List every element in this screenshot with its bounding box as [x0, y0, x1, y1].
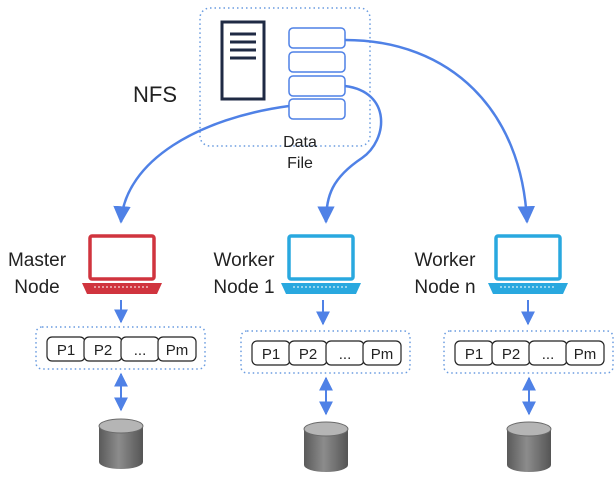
partition-box	[565, 340, 605, 366]
workern-node-label-line1: Worker	[415, 250, 477, 271]
partition-label: P2	[299, 346, 317, 363]
data-file-label-line1: Data	[283, 134, 317, 151]
arrow-nfs-to-master	[113, 104, 290, 224]
data-file-blocks	[288, 27, 346, 120]
worker1-node-label-line2: Node 1	[213, 277, 274, 298]
partition-label: P2	[94, 342, 112, 359]
workern-laptop-icon	[488, 234, 568, 294]
partition-label: Pm	[371, 346, 394, 363]
workern-database-icon	[506, 421, 552, 472]
partition-label: ...	[542, 346, 555, 363]
worker1-partition-group: P1 P2 ... Pm	[240, 330, 411, 374]
partition-label: Pm	[166, 342, 189, 359]
arrow-nfs-to-workern	[344, 38, 536, 224]
nfs-label: NFS	[133, 82, 177, 107]
partition-label: P1	[57, 342, 75, 359]
arrow-nfs-to-worker1	[317, 84, 383, 224]
master-node-label-line2: Node	[14, 277, 59, 298]
worker1-laptop-icon	[281, 234, 361, 294]
partition-box	[157, 336, 197, 362]
partition-label: Pm	[574, 346, 597, 363]
partition-label: P1	[465, 346, 483, 363]
workern-node-label-line2: Node n	[414, 277, 475, 298]
server-icon	[220, 20, 266, 101]
partition-label: P2	[502, 346, 520, 363]
master-node-label-line1: Master	[8, 250, 67, 271]
nfs-container	[199, 7, 371, 147]
workern-partition-group: P1 P2 ... Pm	[443, 330, 614, 374]
partition-label: ...	[134, 342, 147, 359]
master-laptop-icon	[82, 234, 162, 294]
partition-box	[362, 340, 402, 366]
partition-label: P1	[262, 346, 280, 363]
master-database-icon	[98, 418, 144, 469]
worker1-node-label-line1: Worker	[214, 250, 276, 271]
partition-label: ...	[339, 346, 352, 363]
data-file-label-line2: File	[287, 155, 313, 172]
worker1-database-icon	[303, 421, 349, 472]
master-partition-group: P1 P2 ... Pm	[35, 326, 206, 370]
